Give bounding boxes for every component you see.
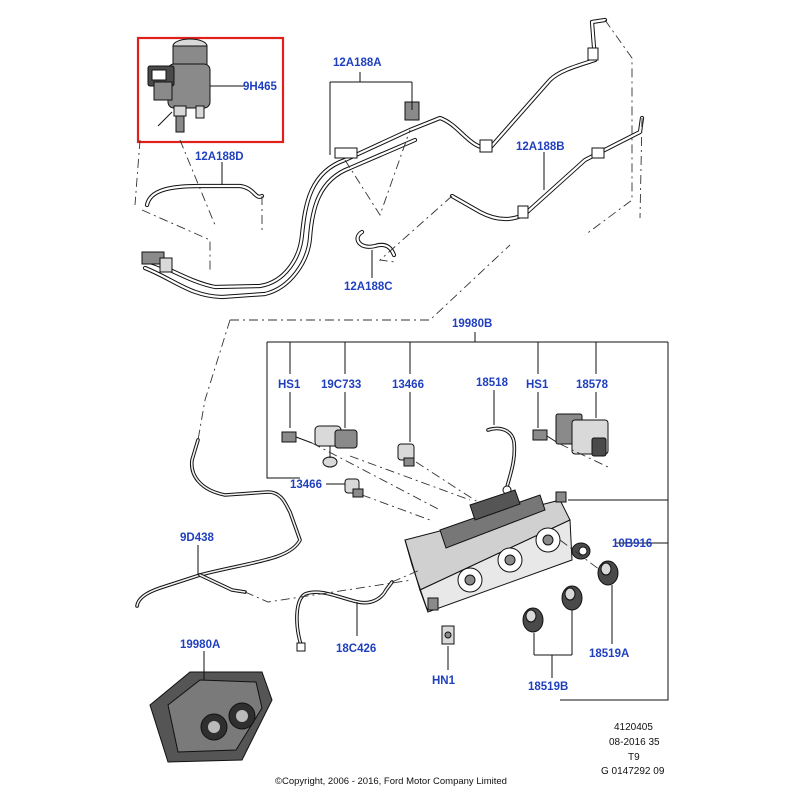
dashed-line — [415, 461, 491, 511]
dashed-line — [559, 539, 601, 571]
screw-hs1-right[interactable] — [532, 429, 559, 444]
sensor-18518[interactable] — [486, 426, 517, 495]
knob-ring-10b916[interactable] — [571, 542, 591, 560]
label-9h465: 9H465 — [243, 81, 277, 93]
hose-connector — [141, 251, 173, 273]
label-hs1-b: HS1 — [526, 379, 549, 391]
knob-18519a[interactable] — [597, 560, 619, 586]
dashed-line — [141, 209, 211, 272]
cable-9d438[interactable] — [135, 438, 302, 608]
label-18c426: 18C426 — [336, 643, 376, 655]
control-module-19980a[interactable] — [149, 671, 273, 763]
label-18519a: 18519A — [589, 648, 629, 660]
vacuum-hose-12a188b[interactable] — [449, 115, 645, 222]
dashed-line — [361, 494, 431, 521]
label-18518: 18518 — [476, 377, 509, 389]
control-panel-19980b[interactable] — [404, 489, 573, 613]
leader-12a188a — [329, 72, 413, 155]
meta-line-2: 08-2016 35 — [609, 737, 660, 748]
meta-line-1: 4120405 — [614, 722, 653, 733]
leader-19980b — [266, 332, 669, 701]
dashed-line — [391, 569, 421, 583]
meta-line-4: G 0147292 09 — [601, 766, 665, 777]
dashed-line — [344, 129, 411, 217]
label-19c733: 19C733 — [321, 379, 361, 391]
label-10b916: 10B916 — [612, 538, 652, 550]
dashed-line — [584, 19, 633, 236]
dashed-line — [349, 455, 471, 501]
vacuum-hose-12a188c[interactable] — [355, 229, 397, 258]
knob-18519b-left[interactable] — [522, 607, 544, 633]
label-12a188a: 12A188A — [333, 57, 382, 69]
dashed-line — [311, 442, 441, 511]
highlight-box — [136, 36, 285, 144]
label-13466-b: 13466 — [290, 479, 322, 491]
dashed-line — [378, 195, 453, 263]
vacuum-hose-12a188a[interactable] — [142, 17, 608, 300]
dashed-line — [639, 117, 643, 219]
label-19980b: 19980B — [452, 318, 492, 330]
label-12a188b: 12A188B — [516, 141, 565, 153]
dashed-line — [244, 579, 413, 603]
leader-18519b — [533, 610, 573, 678]
vacuum-solenoid-valve[interactable] — [147, 38, 211, 133]
vacuum-hose-12a188d[interactable] — [144, 183, 265, 208]
meta-line-3: T9 — [628, 752, 640, 763]
screw-hs1-left[interactable] — [281, 431, 313, 444]
copyright-text: ©Copyright, 2006 - 2016, Ford Motor Comp… — [275, 776, 507, 787]
bulb-13466-lower[interactable] — [344, 478, 364, 498]
label-9d438: 9D438 — [180, 532, 214, 544]
label-12a188c: 12A188C — [344, 281, 393, 293]
label-13466-a: 13466 — [392, 379, 424, 391]
label-19980a: 19980A — [180, 639, 220, 651]
label-hs1-a: HS1 — [278, 379, 301, 391]
dashed-line — [179, 139, 216, 226]
label-hn1: HN1 — [432, 675, 456, 687]
clip-hn1[interactable] — [441, 625, 455, 645]
knob-18519b-mid[interactable] — [561, 585, 583, 611]
dashed-line — [134, 139, 141, 206]
label-12a188d: 12A188D — [195, 151, 244, 163]
dashed-line — [230, 244, 511, 321]
blower-resistor-18578[interactable] — [555, 413, 609, 457]
dashed-line — [559, 443, 611, 469]
bulb-13466-top[interactable] — [397, 443, 415, 467]
wire-18c426[interactable] — [295, 580, 394, 652]
dashed-line — [197, 319, 231, 441]
actuator-19c733[interactable] — [314, 425, 358, 468]
label-18519b: 18519B — [528, 681, 568, 693]
label-18578: 18578 — [576, 379, 609, 391]
